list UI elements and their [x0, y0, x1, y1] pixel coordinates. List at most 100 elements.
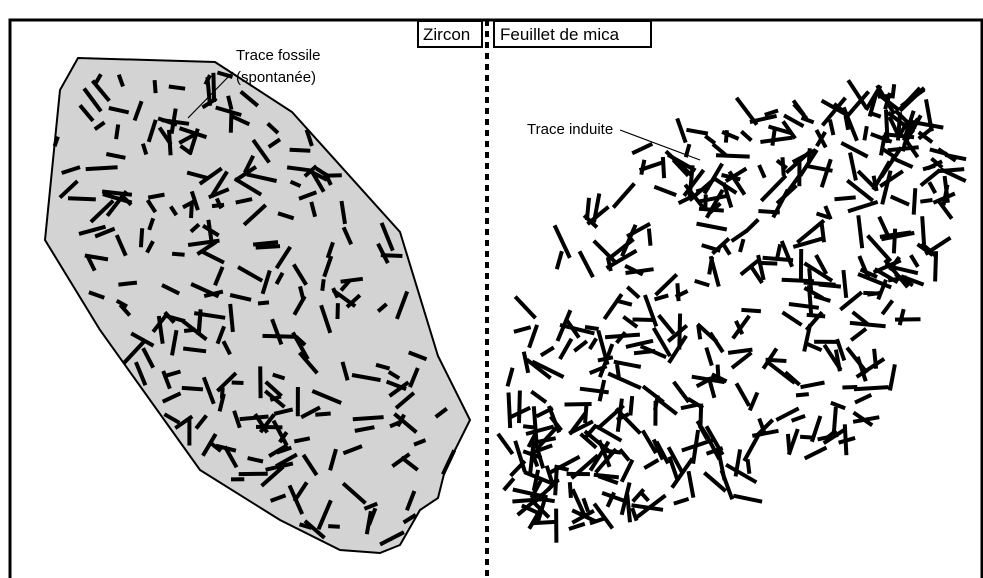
induced-track — [882, 301, 892, 315]
induced-track — [509, 393, 511, 429]
induced-track — [850, 153, 856, 181]
mica-label: Feuillet de mica — [500, 25, 620, 44]
fossil-track — [141, 228, 142, 247]
induced-track — [804, 288, 823, 298]
induced-track — [929, 182, 935, 193]
induced-track — [858, 171, 874, 187]
induced-track — [789, 304, 819, 308]
induced-track — [761, 263, 777, 264]
fossil-track — [191, 202, 192, 218]
induced-track — [850, 323, 886, 326]
fossil-track — [231, 111, 232, 133]
zircon-label: Zircon — [423, 25, 470, 44]
induced-track — [733, 496, 762, 502]
induced-track — [783, 157, 784, 175]
induced-track — [630, 396, 632, 415]
fossil-track — [212, 205, 224, 206]
induced-track — [839, 438, 856, 443]
induced-track — [841, 143, 867, 157]
induced-track — [654, 187, 676, 195]
fossil-track — [315, 414, 330, 415]
induced-track — [677, 118, 686, 142]
induced-track — [659, 315, 674, 333]
induced-track — [594, 241, 615, 262]
induced-track — [649, 229, 651, 246]
fossil-track — [172, 254, 185, 255]
fossil-track — [183, 349, 206, 352]
induced-track — [945, 155, 966, 159]
induced-track — [809, 148, 810, 162]
fossil-track — [68, 198, 96, 199]
induced-track — [613, 184, 634, 208]
induced-track — [663, 157, 664, 178]
induced-track — [890, 364, 895, 390]
fossil-track — [353, 417, 384, 419]
fossil-track — [182, 388, 203, 390]
induced-track — [748, 459, 750, 474]
induced-track — [698, 196, 726, 202]
induced-track — [854, 387, 889, 389]
induced-track — [626, 341, 653, 347]
induced-track — [677, 283, 678, 301]
fossil-track — [199, 313, 201, 335]
induced-track — [656, 274, 677, 295]
induced-track — [644, 460, 658, 468]
induced-track — [840, 292, 862, 310]
induced-track — [697, 224, 727, 230]
fossil-track — [258, 302, 269, 303]
induced-track — [805, 448, 827, 459]
induced-track — [914, 188, 916, 214]
induced-track — [541, 347, 554, 355]
induced-track — [574, 341, 587, 351]
induced-track — [886, 110, 888, 143]
induced-track — [864, 126, 866, 140]
induced-track — [632, 508, 636, 521]
fossil-track — [230, 304, 233, 332]
induced-track — [801, 118, 813, 123]
fossil-track — [169, 87, 185, 89]
induced-track — [531, 392, 546, 403]
fossil-track — [328, 526, 340, 527]
induced-track — [632, 505, 664, 510]
induced-track — [706, 348, 712, 366]
induced-track — [746, 219, 758, 231]
zircon-crystal — [45, 58, 470, 553]
induced-track — [534, 406, 537, 441]
induced-track — [822, 222, 825, 242]
fossil-track — [155, 80, 156, 93]
induced-track — [740, 239, 744, 252]
induced-track — [598, 357, 613, 360]
induced-track — [655, 295, 669, 299]
induced-track — [515, 297, 535, 319]
induced-track — [777, 186, 796, 204]
induced-track — [627, 224, 650, 237]
induced-track — [674, 499, 689, 504]
induced-track — [911, 255, 918, 267]
induced-track — [504, 478, 514, 490]
induced-track — [899, 88, 920, 110]
induced-track — [767, 362, 794, 383]
induced-track — [898, 112, 900, 140]
induced-tracks-group — [498, 80, 966, 543]
induced-track — [594, 475, 619, 478]
induced-track — [569, 524, 585, 529]
induced-track — [741, 310, 761, 311]
induced-track — [831, 403, 845, 408]
induced-track — [600, 380, 605, 401]
induced-track — [851, 329, 866, 341]
induced-track — [893, 84, 895, 98]
fossil-track — [169, 130, 171, 155]
induced-track — [608, 374, 641, 389]
induced-track — [655, 395, 658, 410]
induced-track — [777, 244, 780, 259]
induced-track — [605, 335, 640, 338]
fossil-track — [232, 383, 244, 384]
induced-track — [590, 338, 597, 349]
fossil-track — [381, 255, 403, 256]
induced-track — [801, 383, 825, 388]
fossil-track — [256, 246, 280, 248]
induced-track — [617, 364, 619, 379]
induced-track — [750, 393, 758, 411]
fossil-track — [116, 125, 118, 140]
induced-track — [822, 159, 831, 187]
